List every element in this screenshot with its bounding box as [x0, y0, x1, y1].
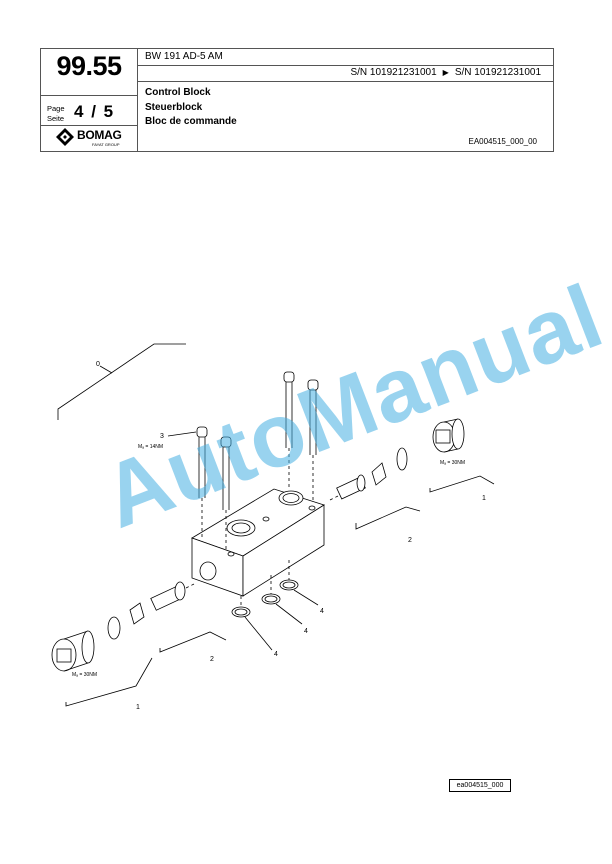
title-de: Steuerblock [145, 101, 203, 113]
right-cone [371, 462, 387, 486]
divider [41, 95, 137, 96]
bracket-right-valve [355, 506, 421, 530]
footer-reference: ea004515_000 [449, 779, 511, 792]
callout-o-ring-3: 4 [320, 608, 324, 615]
bracket-right-plug [429, 475, 495, 493]
brand-subtitle: FAYAT GROUP [92, 142, 120, 147]
right-plug [432, 418, 465, 453]
model-name: BW 191 AD-5 AM [145, 51, 223, 62]
page-current: 4 [74, 102, 84, 121]
bomag-logo: BOMAG FAYAT GROUP [55, 127, 127, 149]
o-ring-bottom-1 [231, 606, 251, 618]
section-number: 99.55 [56, 51, 122, 81]
callout-left-plug: 1 [136, 704, 140, 711]
control-block-body [191, 488, 325, 597]
serial-from: S/N 101921231001 [350, 67, 437, 78]
bomag-diamond-icon [56, 128, 74, 146]
callout-right-valve: 2 [408, 537, 412, 544]
assembly-bracket [57, 343, 186, 420]
page-label-de: Seite [47, 114, 65, 123]
page-label-en: Page [47, 104, 65, 113]
torque-left-plug: Mₐ = 30NM [72, 672, 97, 678]
torque-right-plug: Mₐ = 30NM [440, 460, 465, 466]
title-en: Control Block [145, 87, 211, 98]
title-fr: Bloc de commande [145, 116, 237, 127]
page-label: Page Seite [47, 104, 65, 124]
right-o-ring [396, 447, 408, 471]
serial-to: S/N 101921231001 [454, 67, 541, 78]
screw-3 [283, 371, 295, 490]
callout-o-ring-1: 4 [274, 651, 278, 658]
callout-screw: 3 [160, 433, 164, 440]
serial-row: S/N 101921231001 ▶ S/N 101921231001 [137, 65, 553, 82]
left-o-ring [107, 616, 121, 640]
screw-4 [307, 379, 319, 500]
callout-right-plug: 1 [482, 495, 486, 502]
torque-screw: Mₐ = 14NM [138, 444, 163, 450]
title-block: 99.55 Page Seite 4 / 5 BOMAG FAYAT GROUP… [40, 48, 554, 152]
document-titles: Control Block Steuerblock Bloc de comman… [145, 86, 237, 130]
left-valve-cartridge [150, 581, 186, 611]
bracket-left-plug [65, 657, 153, 707]
page-separator: / [91, 102, 96, 121]
screw-2 [220, 436, 232, 550]
page-total: 5 [103, 102, 114, 121]
brand-name: BOMAG [77, 128, 122, 142]
doc-id: EA004515_000_00 [468, 137, 537, 146]
section-panel: 99.55 Page Seite 4 / 5 BOMAG FAYAT GROUP [41, 49, 138, 151]
callout-assembly: 0 [96, 361, 100, 368]
leader [167, 431, 197, 437]
left-cone [129, 602, 145, 625]
callout-left-valve: 2 [210, 656, 214, 663]
callout-o-ring-2: 4 [304, 628, 308, 635]
left-plug [51, 630, 95, 672]
model-row: BW 191 AD-5 AM [137, 49, 553, 66]
arrow-right-icon: ▶ [442, 68, 449, 77]
serial-range: S/N 101921231001 ▶ S/N 101921231001 [350, 67, 541, 78]
divider [41, 125, 137, 126]
page-number: 4 / 5 [74, 102, 113, 122]
screw-1 [196, 426, 208, 540]
bracket-left-valve [159, 631, 227, 653]
right-valve-cartridge [336, 474, 366, 500]
